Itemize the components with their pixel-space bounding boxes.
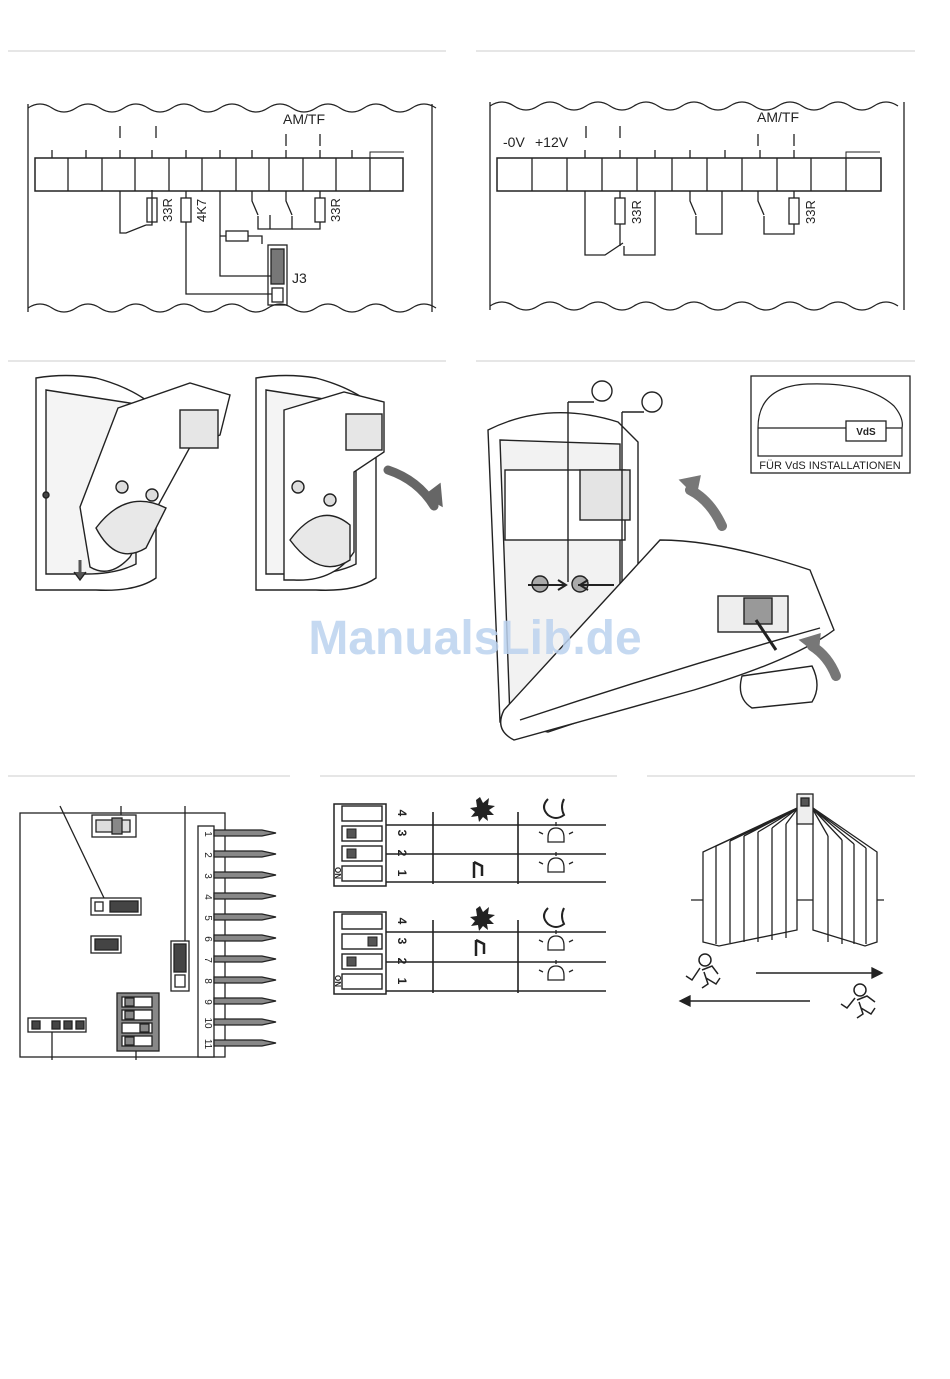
watermark: ManualsLib.de [308, 612, 641, 665]
dip-switch-table-1 [334, 797, 606, 886]
pcb-layout [20, 806, 276, 1060]
wiring-diagram-left [28, 104, 436, 312]
dip-number: 3 [395, 938, 409, 945]
terminal-number: 11 [202, 1039, 213, 1050]
wiring-right-33r-label-2: 33R [803, 200, 818, 224]
dip-on-label: ON [333, 867, 342, 879]
running-person-icon [686, 954, 720, 988]
dip-number: 4 [395, 810, 409, 817]
dip-number: 4 [395, 918, 409, 925]
dip-switch-table-2 [334, 906, 606, 994]
terminal-number: 4 [202, 894, 213, 900]
terminal-number: 6 [202, 936, 213, 942]
wiring-left-33r-label-2: 33R [328, 198, 343, 222]
vds-inset: VdS FÜR VdS INSTALLATIONEN [751, 376, 910, 473]
detector-hinge-illustration-2 [256, 376, 442, 591]
detection-pattern [680, 794, 884, 1018]
terminal-number: 10 [202, 1017, 213, 1029]
detector-hinge-illustration-1 [36, 376, 230, 591]
running-person-icon [841, 984, 875, 1018]
terminal-0v-label: -0V [503, 134, 525, 150]
dip-on-label: ON [333, 975, 342, 987]
terminal-number: 3 [202, 873, 213, 879]
terminal-number: 1 [202, 831, 213, 837]
terminal-number: 8 [202, 978, 213, 984]
terminal-number: 2 [202, 852, 213, 858]
terminal-number: 5 [202, 915, 213, 921]
vds-badge: VdS [856, 427, 876, 438]
vds-caption: FÜR VdS INSTALLATIONEN [759, 460, 900, 472]
dip-number: 2 [395, 958, 409, 965]
terminal-number: 9 [202, 999, 213, 1005]
dip-number: 3 [395, 830, 409, 837]
jumper-j3-label: J3 [292, 270, 307, 286]
wiring-right-labels: -0V +12V AM/TF 33R 33R [503, 109, 818, 224]
wiring-right-amtf-label: AM/TF [757, 109, 799, 125]
wiring-right-33r-label: 33R [629, 200, 644, 224]
dip-number: 1 [395, 978, 409, 985]
wiring-left-amtf-label: AM/TF [283, 111, 325, 127]
dip-number: 1 [395, 870, 409, 877]
wiring-left-4k7-label: 4K7 [194, 199, 209, 222]
terminal-12v-label: +12V [535, 134, 569, 150]
wiring-left-33r-label: 33R [160, 198, 175, 222]
terminal-number: 7 [202, 957, 213, 963]
dip-number: 2 [395, 850, 409, 857]
